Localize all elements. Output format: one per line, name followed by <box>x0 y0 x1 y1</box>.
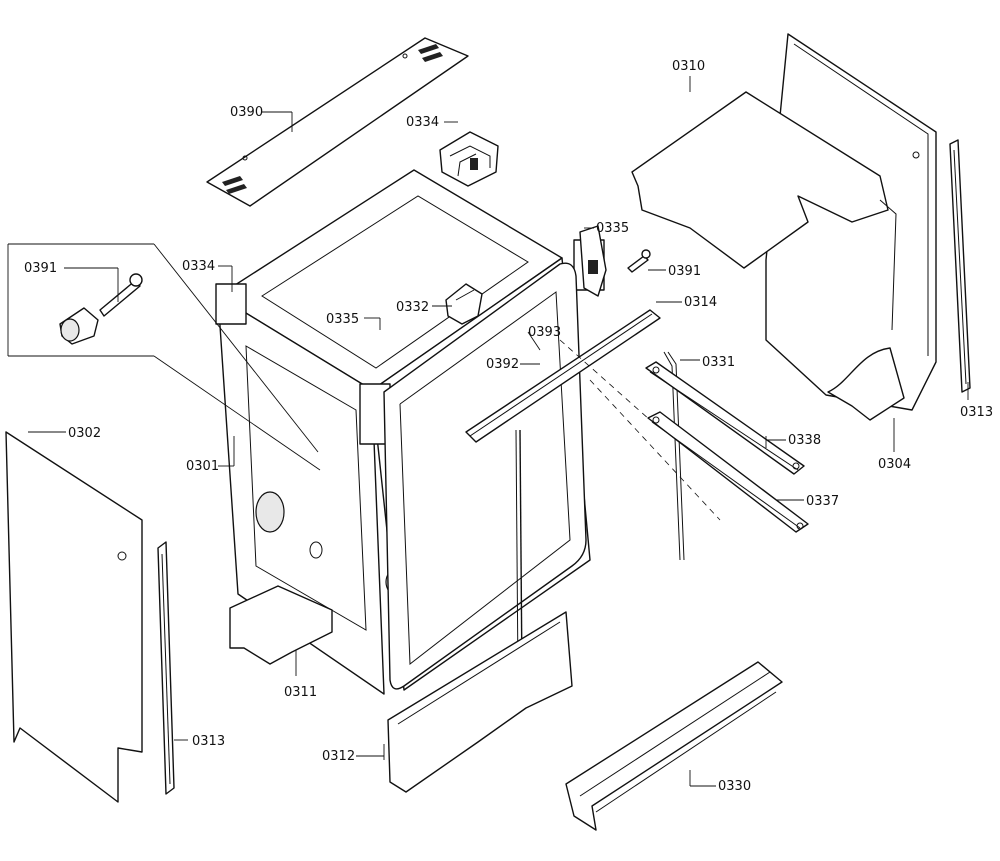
part-0332-hinge[interactable] <box>445 283 483 325</box>
part-0338-rail-upper[interactable] <box>645 361 805 475</box>
label-0334-top[interactable]: 0334 <box>406 115 439 130</box>
label-0392[interactable]: 0392 <box>486 357 519 372</box>
label-0391-left[interactable]: 0391 <box>24 261 57 276</box>
part-0313-strip-left[interactable] <box>157 541 175 795</box>
part-0331-door-gasket[interactable] <box>383 262 685 690</box>
label-0330[interactable]: 0330 <box>718 779 751 794</box>
label-0310[interactable]: 0310 <box>672 59 705 74</box>
label-0338[interactable]: 0338 <box>788 433 821 448</box>
label-0311[interactable]: 0311 <box>284 685 317 700</box>
part-0391-screw-right[interactable] <box>627 249 651 273</box>
part-0335-clip-right[interactable] <box>579 225 607 297</box>
label-0335-top[interactable]: 0335 <box>596 221 629 236</box>
part-0302-side-panel-left[interactable] <box>5 431 143 803</box>
label-0334-left[interactable]: 0334 <box>182 259 215 274</box>
label-0390[interactable]: 0390 <box>230 105 263 120</box>
part-0314-crossbar[interactable] <box>465 309 661 443</box>
part-0330-lower-cover[interactable] <box>565 661 783 831</box>
label-0313-right[interactable]: 0313 <box>960 405 993 420</box>
label-0331[interactable]: 0331 <box>702 355 735 370</box>
part-0312-kick-plate[interactable] <box>387 611 573 793</box>
label-0335-mid[interactable]: 0335 <box>326 312 359 327</box>
label-0301[interactable]: 0301 <box>186 459 219 474</box>
label-0313-left[interactable]: 0313 <box>192 734 225 749</box>
label-0312[interactable]: 0312 <box>322 749 355 764</box>
part-0334-clip-top[interactable] <box>439 131 499 187</box>
label-0391-right[interactable]: 0391 <box>668 264 701 279</box>
part-0390-top-panel[interactable] <box>206 37 469 207</box>
label-0393[interactable]: 0393 <box>528 325 561 340</box>
part-0337-rail-lower[interactable] <box>647 411 809 533</box>
part-0313-strip-right[interactable] <box>949 139 971 393</box>
part-labels: 0390 0334 0310 0391 0334 0335 0391 0332 … <box>24 59 993 794</box>
label-0337[interactable]: 0337 <box>806 494 839 509</box>
label-0314[interactable]: 0314 <box>684 295 717 310</box>
label-0302[interactable]: 0302 <box>68 426 101 441</box>
part-0391-screw-left[interactable] <box>59 273 143 345</box>
alignment-lines <box>559 339 721 521</box>
part-0311-base-plinth[interactable] <box>229 585 333 665</box>
part-0310-side-panel[interactable] <box>631 33 937 421</box>
label-0304[interactable]: 0304 <box>878 457 911 472</box>
label-0332[interactable]: 0332 <box>396 300 429 315</box>
leader-lines <box>7 76 969 787</box>
